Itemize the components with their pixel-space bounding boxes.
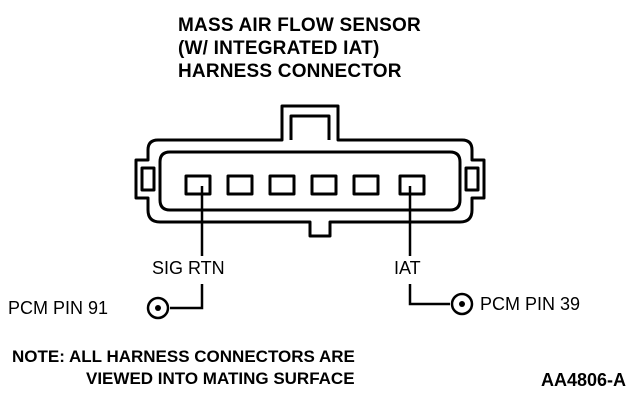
terminal-pcm-39 [450,292,474,316]
terminal-pcm-91-dot [155,305,161,311]
label-sig-rtn: SIG RTN [152,258,225,278]
pin-cavity-6 [398,174,426,196]
connector-inner-outline [158,150,462,212]
label-pcm-pin-39: PCM PIN 39 [480,294,581,314]
title-line-3: HARNESS CONNECTOR [178,61,402,82]
connector-key [289,114,331,140]
connector-latch-right [464,166,480,192]
wire-pcm-39 [408,284,450,306]
note-line-1: NOTE: ALL HARNESS CONNECTORS ARE [12,347,355,366]
pin-cavity-3 [268,174,296,196]
pin-cavity-4 [310,174,338,196]
title-line-2: (W/ INTEGRATED IAT) [178,38,380,59]
figure-id: AA4806-A [540,370,626,390]
pin-cavity-2 [226,174,254,196]
pin-cavity-1 [184,174,212,196]
terminal-pcm-39-dot [459,301,465,307]
connector-body-outline [134,104,486,238]
connector-latch-left [140,166,156,192]
note-line-2: VIEWED INTO MATING SURFACE [86,369,355,388]
wire-pcm-91 [170,284,204,310]
pin-cavity-5 [352,174,380,196]
diagram-title: MASS AIR FLOW SENSOR (W/ INTEGRATED IAT)… [178,14,421,83]
label-iat: IAT [394,258,421,278]
label-pcm-pin-91: PCM PIN 91 [8,298,109,318]
terminal-pcm-91 [146,296,170,320]
title-line-1: MASS AIR FLOW SENSOR [178,15,421,36]
